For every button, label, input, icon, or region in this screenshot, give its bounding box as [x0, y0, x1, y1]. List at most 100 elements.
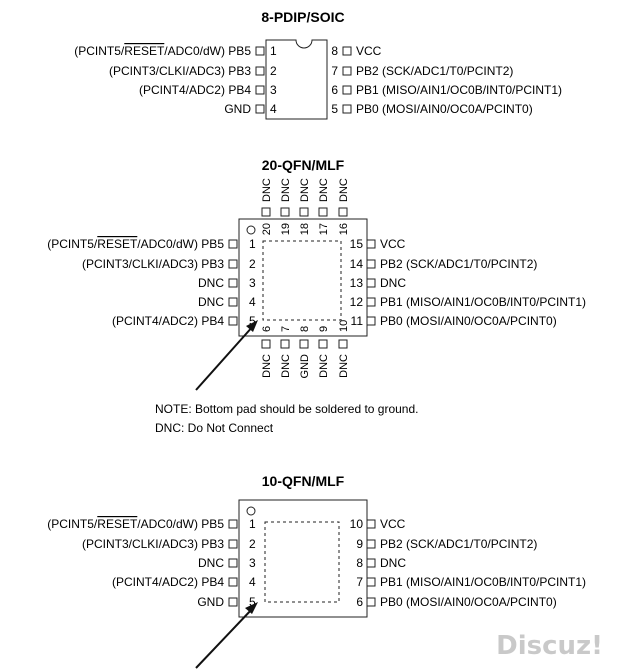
pin-pad-icon — [228, 316, 238, 326]
pin-pad-icon — [228, 577, 238, 587]
pin-label-left: DNC — [198, 295, 224, 309]
pin-number: 5 — [249, 314, 256, 328]
pin-number: 8 — [356, 556, 363, 570]
pin-label-right: PB2 (SCK/ADC1/T0/PCINT2) — [380, 257, 537, 271]
pin-label-left: (PCINT4/ADC2) PB4 — [139, 83, 251, 97]
pin-number: 20 — [261, 223, 273, 235]
pin-number: 16 — [338, 223, 350, 235]
pin-pad-icon — [338, 207, 348, 217]
pin-label-left: (PCINT3/CLKI/ADC3) PB3 — [82, 537, 224, 551]
pin-label-top: DNC — [280, 178, 292, 202]
pin-number: 3 — [249, 556, 256, 570]
pin-label-top: DNC — [318, 178, 330, 202]
pin-pad-icon — [366, 539, 376, 549]
pin-pad-icon — [299, 207, 309, 217]
qfn10-pin1-marker — [246, 506, 256, 516]
pin-pad-icon — [366, 519, 376, 529]
pin-label-left: (PCINT4/ADC2) PB4 — [112, 575, 224, 589]
qfn10-body — [238, 499, 368, 618]
pin-label-left: (PCINT5/RESET/ADC0/dW) PB5 — [74, 44, 251, 58]
pin-number: 7 — [280, 326, 292, 332]
pin-number: 7 — [331, 64, 338, 78]
pin-pad-icon — [366, 297, 376, 307]
pin-number: 10 — [338, 320, 350, 332]
pin-number: 8 — [299, 326, 311, 332]
pin-label-bottom: DNC — [261, 354, 273, 378]
pin-label-right: PB0 (MOSI/AIN0/OC0A/PCINT0) — [380, 595, 557, 609]
pin-number: 11 — [351, 314, 364, 328]
pin-pad-icon — [228, 239, 238, 249]
pin-label-left: (PCINT5/RESET/ADC0/dW) PB5 — [47, 517, 224, 531]
pin-label-left: (PCINT5/RESET/ADC0/dW) PB5 — [47, 237, 224, 251]
qfn20-title: 20-QFN/MLF — [262, 157, 345, 173]
pin-number: 2 — [249, 537, 256, 551]
qfn10-pad-arrow — [195, 602, 258, 669]
qfn20-exposed-pad — [262, 240, 342, 321]
pin-number: 19 — [280, 223, 292, 235]
pin-number: 14 — [350, 257, 364, 271]
pin-label-right: PB2 (SCK/ADC1/T0/PCINT2) — [356, 64, 513, 78]
pin-number: 6 — [331, 83, 338, 97]
pin-number: 4 — [249, 295, 256, 309]
qfn20-pin1-marker — [246, 225, 256, 235]
pin-pad-icon — [342, 46, 352, 56]
pin-label-right: DNC — [380, 556, 406, 570]
qfn20-note-line1: NOTE: Bottom pad should be soldered to g… — [155, 402, 419, 416]
pin-label-right: VCC — [380, 237, 406, 251]
dip8-body — [265, 39, 328, 120]
pin-label-right: PB1 (MISO/AIN1/OC0B/INT0/PCINT1) — [380, 575, 586, 589]
qfn10-title: 10-QFN/MLF — [262, 473, 345, 489]
qfn20-note-line2: DNC: Do Not Connect — [155, 421, 274, 435]
pin-pad-icon — [228, 259, 238, 269]
pin-label-right: VCC — [356, 44, 382, 58]
pin-pad-icon — [228, 297, 238, 307]
pin-label-bottom: DNC — [280, 354, 292, 378]
pin-label-right: PB0 (MOSI/AIN0/OC0A/PCINT0) — [380, 314, 557, 328]
pin-number: 2 — [249, 257, 256, 271]
pin-number: 5 — [249, 595, 256, 609]
qfn20-body — [238, 218, 368, 337]
pin-pad-icon — [338, 339, 348, 349]
pin-label-bottom: DNC — [318, 354, 330, 378]
pin-pad-icon — [228, 539, 238, 549]
pin-pad-icon — [366, 597, 376, 607]
pin-number: 13 — [350, 276, 364, 290]
pin-number: 8 — [331, 44, 338, 58]
pin-pad-icon — [255, 104, 265, 114]
qfn10-exposed-pad — [264, 521, 340, 603]
pin-number: 15 — [350, 237, 364, 251]
pin-number: 2 — [270, 64, 277, 78]
qfn20-pad-arrow — [195, 320, 258, 391]
pin-label-right: DNC — [380, 276, 406, 290]
pin-pad-icon — [255, 66, 265, 76]
pin-number: 1 — [249, 517, 256, 531]
pin-number: 17 — [318, 223, 330, 235]
pin-label-left: DNC — [198, 276, 224, 290]
pin-label-right: VCC — [380, 517, 406, 531]
pin-pad-icon — [366, 259, 376, 269]
pin-pad-icon — [255, 46, 265, 56]
pin-number: 9 — [318, 326, 330, 332]
pin-label-bottom: GND — [299, 354, 311, 379]
qfn10-left-pins: (PCINT5/RESET/ADC0/dW) PB5 1 (PCINT3/CLKI/… — [47, 517, 256, 609]
pin-pad-icon — [366, 239, 376, 249]
pin-number: 4 — [270, 102, 277, 116]
pin-pad-icon — [342, 85, 352, 95]
pin-label-left: GND — [224, 102, 251, 116]
pin-pad-icon — [366, 278, 376, 288]
pin-label-top: DNC — [338, 178, 350, 202]
pin-pad-icon — [228, 278, 238, 288]
pin-number: 3 — [270, 83, 277, 97]
pin-number: 7 — [356, 575, 363, 589]
pin-label-right: PB1 (MISO/AIN1/OC0B/INT0/PCINT1) — [380, 295, 586, 309]
pin-label-right: PB0 (MOSI/AIN0/OC0A/PCINT0) — [356, 102, 533, 116]
pin-number: 12 — [350, 295, 364, 309]
pin-number: 4 — [249, 575, 256, 589]
